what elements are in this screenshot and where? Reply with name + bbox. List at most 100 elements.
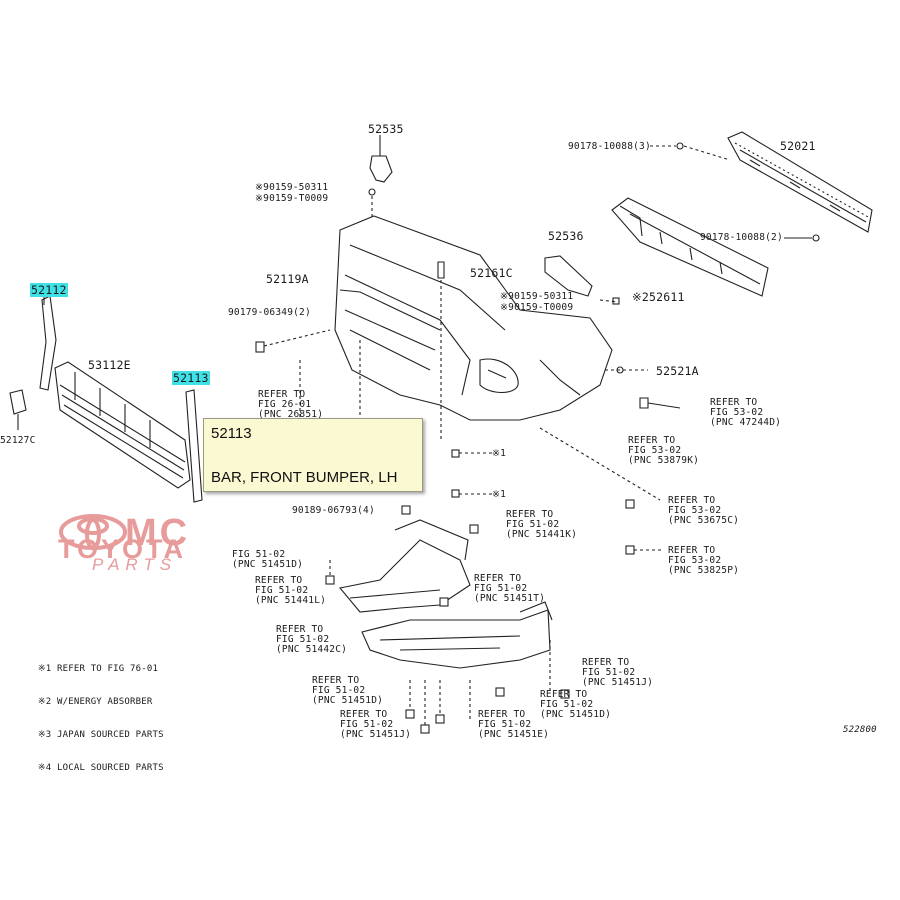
part-label-52127[interactable]: 52127C (0, 435, 36, 446)
refer-line: FIG 26-01 (258, 399, 312, 410)
refer-line: REFER TO (540, 689, 588, 700)
part-tooltip: 52113 BAR, FRONT BUMPER, LH (203, 418, 423, 492)
refer-line: FIG 51-02 (232, 549, 286, 560)
refer-line: FIG 53-02 (628, 445, 682, 456)
bracket-52536-drawing (544, 255, 620, 305)
part-label-52112-text: 52112 (30, 283, 68, 297)
clip-52127-drawing (9, 389, 27, 430)
refer-line: (PNC 51451D) (312, 695, 384, 706)
refer-line: REFER TO (255, 575, 303, 586)
part-label-52112[interactable]: 52112 (30, 283, 68, 297)
refer-line: FIG 51-02 (255, 585, 309, 596)
refer-line: FIG 51-02 (312, 685, 366, 696)
refer-line: (PNC 51451J) (582, 677, 654, 688)
legend: ※1 REFER TO FIG 76-01 ※2 W/ENERGY ABSORB… (38, 642, 164, 785)
part-label-52021[interactable]: 52021 (780, 139, 816, 153)
refer-line: (PNC 53879K) (628, 455, 700, 466)
legend-item: ※3 JAPAN SOURCED PARTS (38, 730, 164, 740)
bumper-cover-drawing (334, 215, 613, 421)
part-label-x1: ※1 (492, 448, 507, 459)
refer-line: REFER TO (582, 657, 630, 668)
refer-line: FIG 53-02 (710, 407, 764, 418)
diagram-code: 522800 (843, 725, 877, 735)
tooltip-part-name: BAR, FRONT BUMPER, LH (211, 469, 398, 486)
refer-line: REFER TO (474, 573, 522, 584)
refer-line: FIG 53-02 (668, 505, 722, 516)
part-label-90178-10088-3[interactable]: 90178-10088(3) (568, 141, 651, 152)
refer-line: FIG 51-02 (478, 719, 532, 730)
refer-line: FIG 51-02 (340, 719, 394, 730)
refer-line: (PNC 47244D) (710, 417, 782, 428)
part-label-52536[interactable]: 52536 (548, 229, 584, 243)
refer-line: (PNC 51442C) (276, 644, 348, 655)
part-label-90189-06793[interactable]: 90189-06793(4) (292, 505, 375, 516)
tooltip-part-number: 52113 (211, 425, 252, 442)
part-label-52119a[interactable]: 52119A (266, 272, 309, 286)
watermark-parts: PARTS (92, 555, 178, 574)
refer-line: (PNC 51451D) (540, 709, 612, 720)
part-label-52611[interactable]: ※252611 (632, 290, 685, 304)
part-label-52161c[interactable]: 52161C (470, 266, 513, 280)
refer-line: FIG 51-02 (540, 699, 594, 710)
part-label-52521a[interactable]: 52521A (656, 364, 699, 378)
bar-52113-drawing (185, 389, 203, 503)
refer-line: (PNC 53825P) (668, 565, 740, 576)
refer-line: REFER TO (478, 709, 526, 720)
refer-line: (PNC 51441K) (506, 529, 578, 540)
refer-line: FIG 51-02 (276, 634, 330, 645)
refer-line: REFER TO (506, 509, 554, 520)
part-label-90159-50311-b[interactable]: ※90159-50311 (500, 291, 574, 302)
lower-grille-drawing (54, 361, 191, 489)
watermark-toyota: TOYOTA (58, 534, 187, 564)
refer-line: (PNC 51451T) (474, 593, 546, 604)
refer-line: (PNC 53675C) (668, 515, 740, 526)
part-label-x1-b: ※1 (492, 489, 507, 500)
part-label-52113[interactable]: 52113 (172, 371, 210, 385)
bracket-52535-drawing (368, 135, 393, 240)
bolt-90178-drawing (650, 142, 820, 242)
part-label-52535[interactable]: 52535 (368, 122, 404, 136)
bumper-reinforcement-drawing (727, 131, 873, 233)
refer-line: REFER TO (340, 709, 388, 720)
part-label-90159-t0009-b[interactable]: ※90159-T0009 (500, 302, 574, 313)
refer-line: REFER TO (668, 495, 716, 506)
refer-line: (PNC 51451E) (478, 729, 550, 740)
refer-line: REFER TO (312, 675, 360, 686)
watermark-mc: MC (125, 512, 191, 554)
refer-line: REFER TO (628, 435, 676, 446)
refer-line: FIG 51-02 (582, 667, 636, 678)
part-label-90159-t0009[interactable]: ※90159-T0009 (255, 193, 329, 204)
part-label-90159-50311[interactable]: ※90159-50311 (255, 182, 329, 193)
refer-line: (PNC 51441L) (255, 595, 327, 606)
refer-line: REFER TO (668, 545, 716, 556)
refer-fig51-02-b[interactable]: FIG 51-02(PNC 51451D) (232, 550, 303, 570)
legend-item: ※1 REFER TO FIG 76-01 (38, 664, 159, 674)
energy-absorber-drawing (611, 197, 769, 297)
under-cover-drawing (325, 519, 570, 734)
refer-line: FIG 51-02 (506, 519, 560, 530)
legend-item: ※2 W/ENERGY ABSORBER (38, 697, 153, 707)
refer-line: FIG 53-02 (668, 555, 722, 566)
part-label-52113-text: 52113 (172, 371, 210, 385)
part-label-90178-10088-2[interactable]: 90178-10088(2) (700, 232, 783, 243)
part-label-53112e[interactable]: 53112E (88, 358, 131, 372)
part-label-90179-06349[interactable]: 90179-06349(2) (228, 307, 311, 318)
bar-52112-drawing (39, 295, 57, 391)
refer-line: REFER TO (258, 389, 306, 400)
